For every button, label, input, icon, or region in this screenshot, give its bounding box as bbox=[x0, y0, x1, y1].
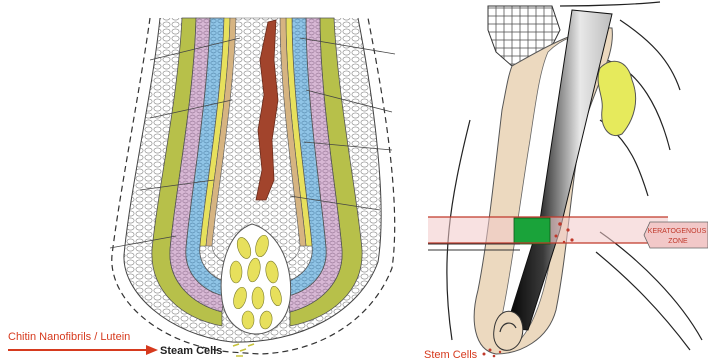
chitin-nanofibrils-label: Chitin Nanofibrils / Lutein bbox=[8, 331, 130, 343]
stem-cells-label-right: Stem Cells bbox=[424, 349, 478, 361]
zone-label-line-1: KERATOGENOUS bbox=[648, 228, 707, 235]
right-follicle-diagram: KERATOGENOUS ZONE Stem Cells bbox=[424, 2, 708, 361]
stem-cells-label-left: Steam Cells bbox=[160, 345, 222, 357]
arrow-head bbox=[146, 345, 158, 355]
zone-label-line-2: ZONE bbox=[668, 238, 688, 245]
sebaceous-gland bbox=[598, 61, 636, 135]
left-follicle-diagram: Chitin Nanofibrils / Lutein Steam Cells bbox=[8, 18, 395, 357]
hair-bulb bbox=[494, 311, 523, 350]
keratogenous-green-patch bbox=[514, 218, 550, 244]
stem-cells-marks bbox=[233, 344, 254, 356]
